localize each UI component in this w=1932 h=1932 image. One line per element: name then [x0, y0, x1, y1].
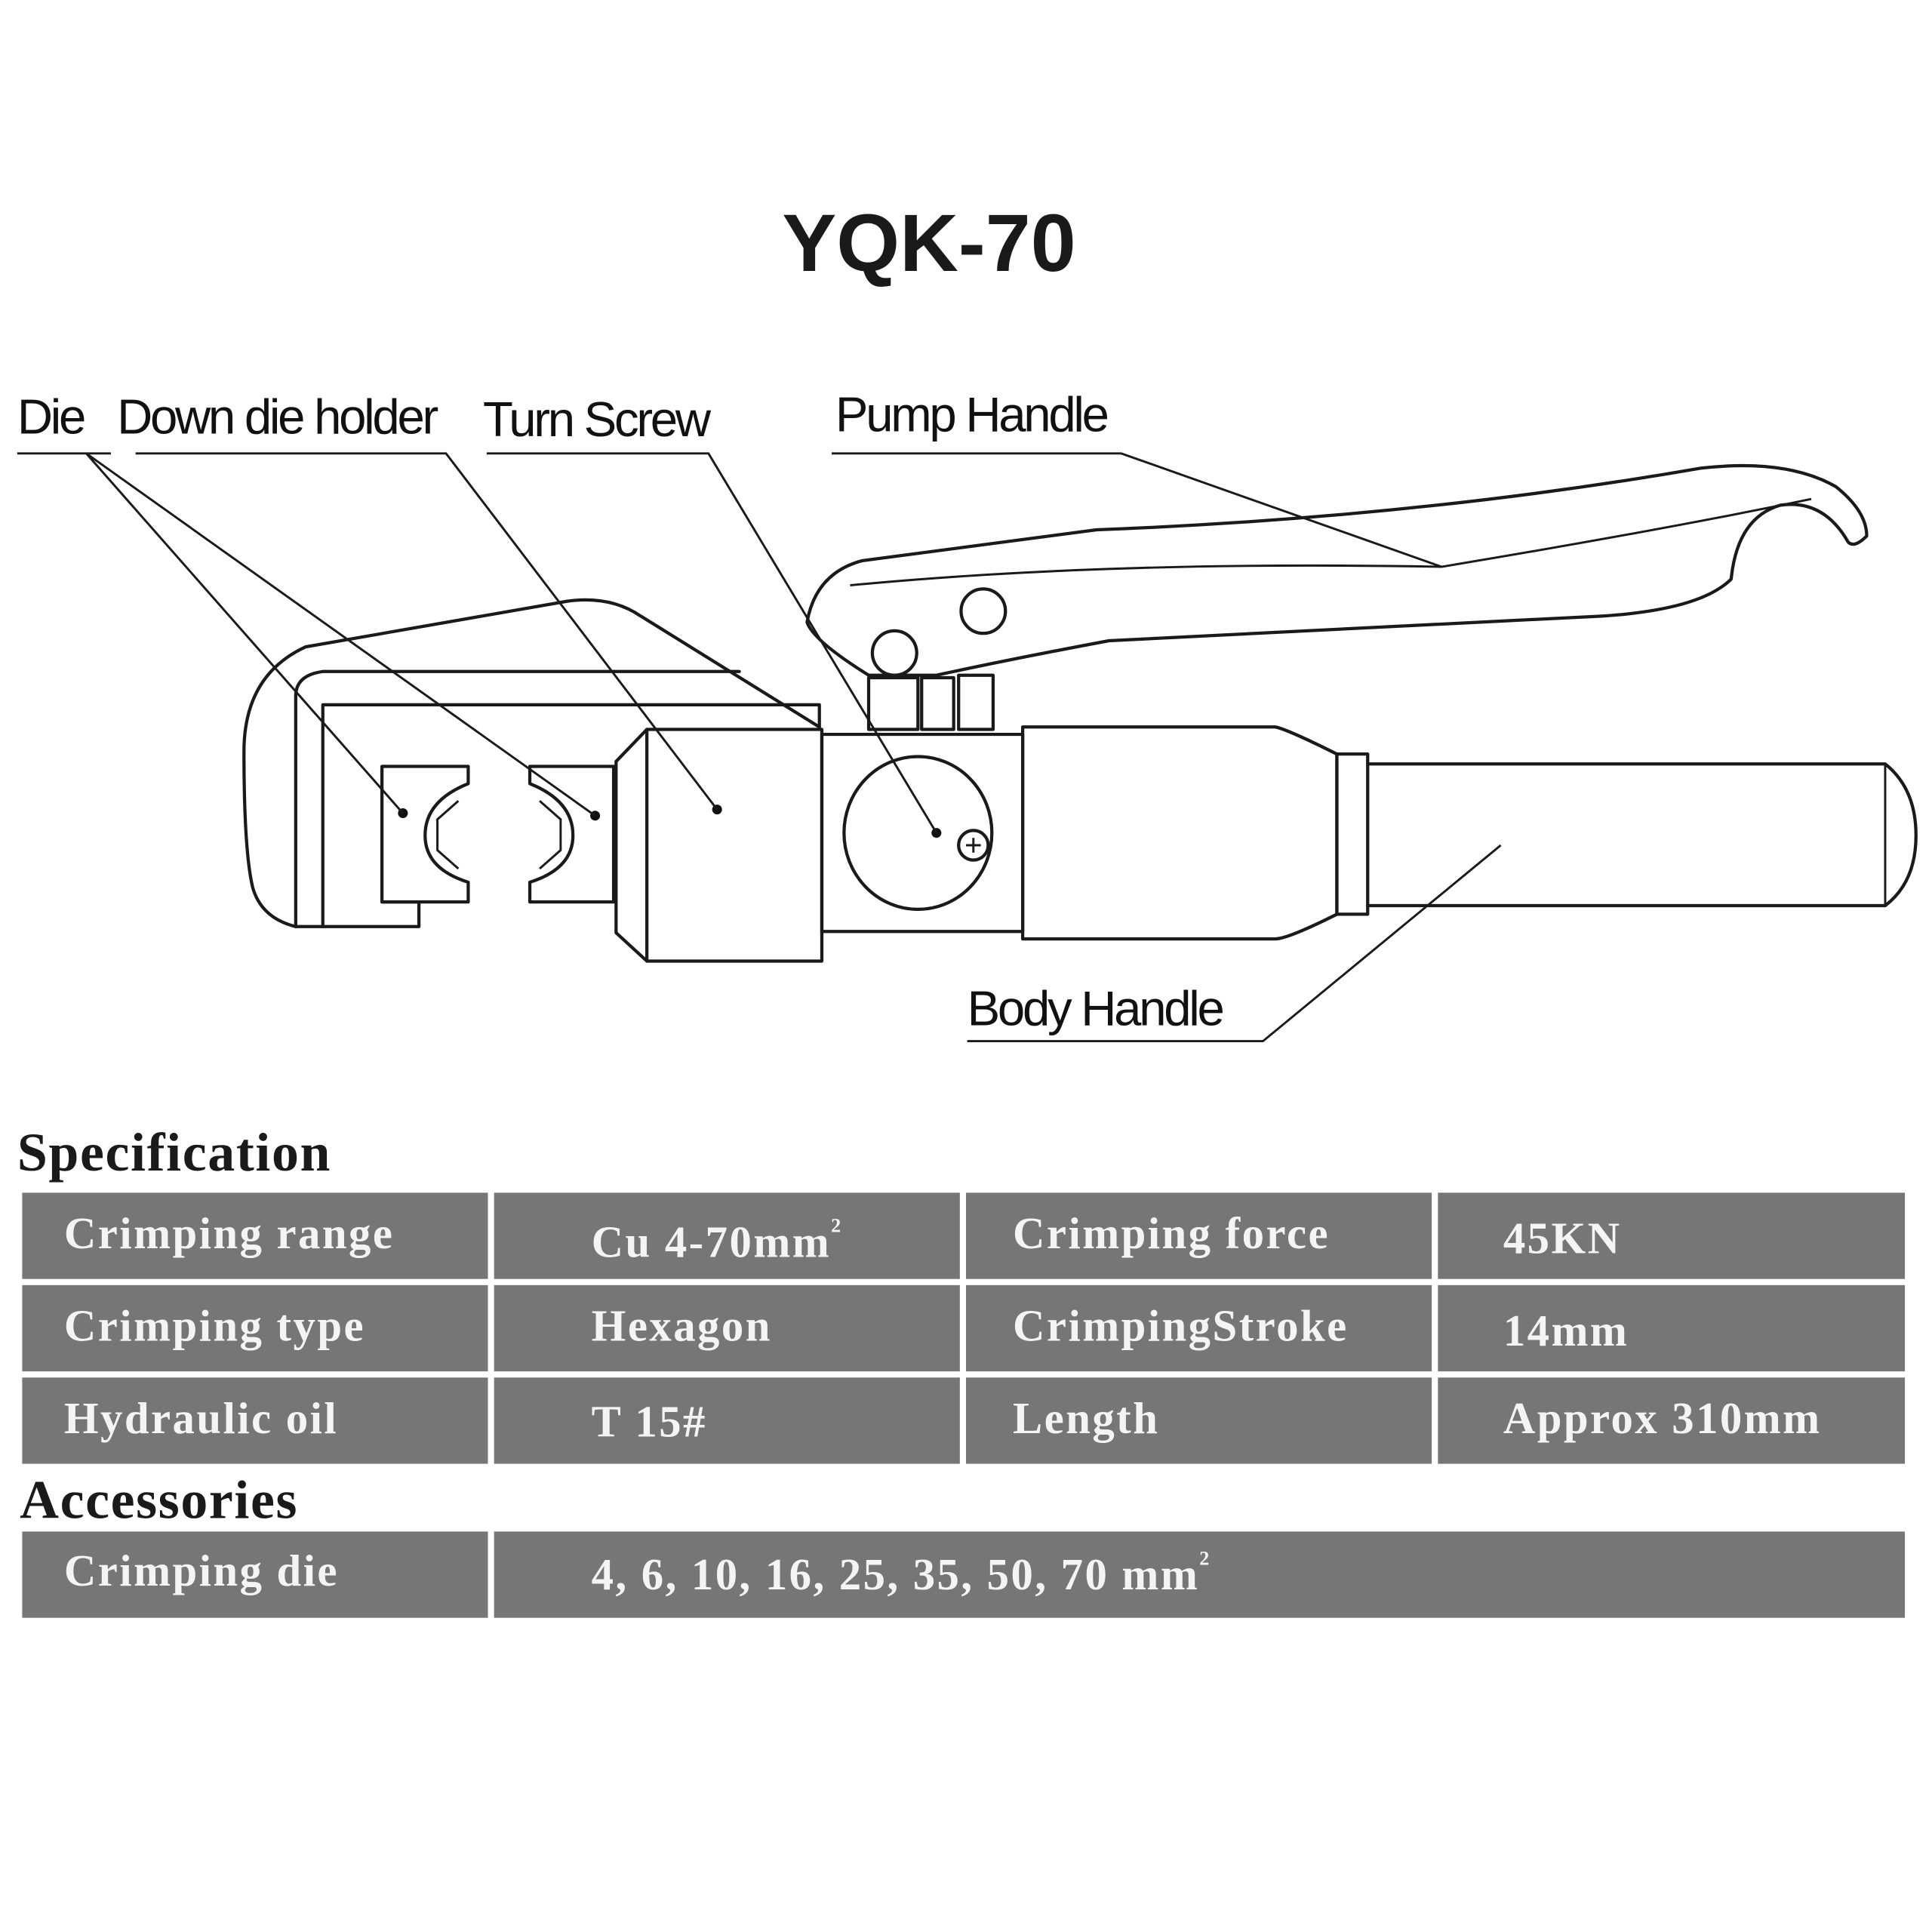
pin-icon — [959, 587, 1008, 635]
spec-label: Crimping force — [1013, 1209, 1330, 1258]
spec-label: Crimping range — [64, 1209, 394, 1258]
table-row: Crimping type Hexagon CrimpingStroke 14m… — [22, 1284, 1906, 1372]
callout-pump-handle: Pump Handle — [835, 386, 1108, 441]
specification-table: Crimping range Cu 4-70mm2 Crimping force… — [22, 1192, 1906, 1464]
spec-value: 45KN — [1503, 1214, 1622, 1263]
body-handle — [1366, 762, 1918, 908]
callout-turn-screw: Turn Screw — [483, 392, 712, 447]
product-title: YQK-70 — [782, 197, 1075, 288]
accessories-heading: Accessories — [20, 1469, 298, 1530]
crimping-tool-drawing — [17, 452, 1918, 1043]
screw-icon — [957, 829, 990, 862]
spec-label: CrimpingStroke — [1013, 1301, 1349, 1350]
die-right — [528, 764, 616, 904]
callout-die: Die — [17, 389, 85, 445]
spec-label: Length — [1013, 1394, 1159, 1443]
callout-down-die-holder: Down die holder — [117, 389, 438, 445]
die-left — [380, 764, 470, 904]
table-row: Crimping die 4, 6, 10, 16, 25, 35, 50, 7… — [22, 1531, 1906, 1618]
turn-screw — [842, 755, 994, 912]
spec-value: Approx 310mm — [1503, 1394, 1822, 1443]
pin-icon — [870, 629, 918, 677]
spec-label: Hydraulic oil — [64, 1394, 338, 1443]
callout-body-handle: Body Handle — [968, 980, 1223, 1035]
accessory-label: Crimping die — [64, 1546, 339, 1595]
pump-handle — [805, 463, 1869, 677]
spec-value: Hexagon — [592, 1301, 772, 1350]
table-row: Crimping range Cu 4-70mm2 Crimping force… — [22, 1192, 1906, 1279]
spec-label: Crimping type — [64, 1301, 365, 1350]
body-sleeve — [1020, 725, 1339, 941]
c-frame — [242, 598, 821, 928]
spec-value: Cu 4-70mm2 — [592, 1215, 843, 1267]
spec-value: T 15# — [592, 1398, 707, 1447]
specification-heading: Specification — [17, 1122, 331, 1183]
accessories-table: Crimping die 4, 6, 10, 16, 25, 35, 50, 7… — [22, 1531, 1906, 1618]
table-row: Hydraulic oil T 15# Length Approx 310mm — [22, 1377, 1906, 1464]
spec-value: 14mm — [1503, 1306, 1629, 1355]
accessory-value: 4, 6, 10, 16, 25, 35, 50, 70 mm2 — [592, 1547, 1211, 1599]
